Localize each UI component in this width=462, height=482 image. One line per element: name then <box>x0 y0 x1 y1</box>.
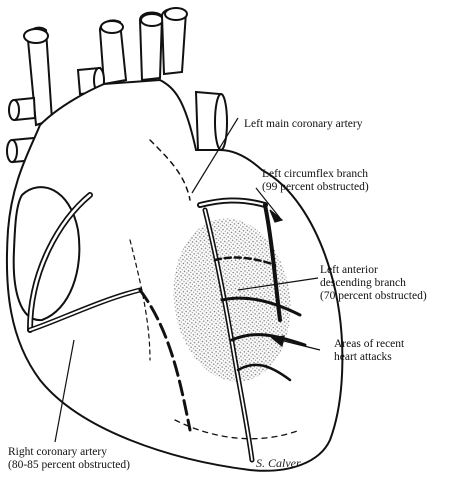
label-recent-heart-attacks: Areas of recent heart attacks <box>334 338 404 364</box>
label-lad-line2: descending branch <box>320 277 427 290</box>
artist-signature: S. Calver <box>256 456 301 471</box>
label-recent-line2: heart attacks <box>334 351 404 364</box>
label-left-anterior-descending: Left anterior descending branch (70 perc… <box>320 264 427 303</box>
label-rca-line1: Right coronary artery <box>8 446 130 459</box>
label-left-main-coronary: Left main coronary artery <box>244 118 362 131</box>
label-right-coronary: Right coronary artery (80-85 percent obs… <box>8 446 130 472</box>
label-circumflex-line1: Left circumflex branch <box>262 168 369 181</box>
label-rca-line2: (80-85 percent obstructed) <box>8 459 130 472</box>
label-lad-line3: (70 percent obstructed) <box>320 290 427 303</box>
label-lad-line1: Left anterior <box>320 264 427 277</box>
label-recent-line1: Areas of recent <box>334 338 404 351</box>
label-left-main-text: Left main coronary artery <box>244 118 362 131</box>
label-circumflex-line2: (99 percent obstructed) <box>262 181 369 194</box>
label-left-circumflex: Left circumflex branch (99 percent obstr… <box>262 168 369 194</box>
